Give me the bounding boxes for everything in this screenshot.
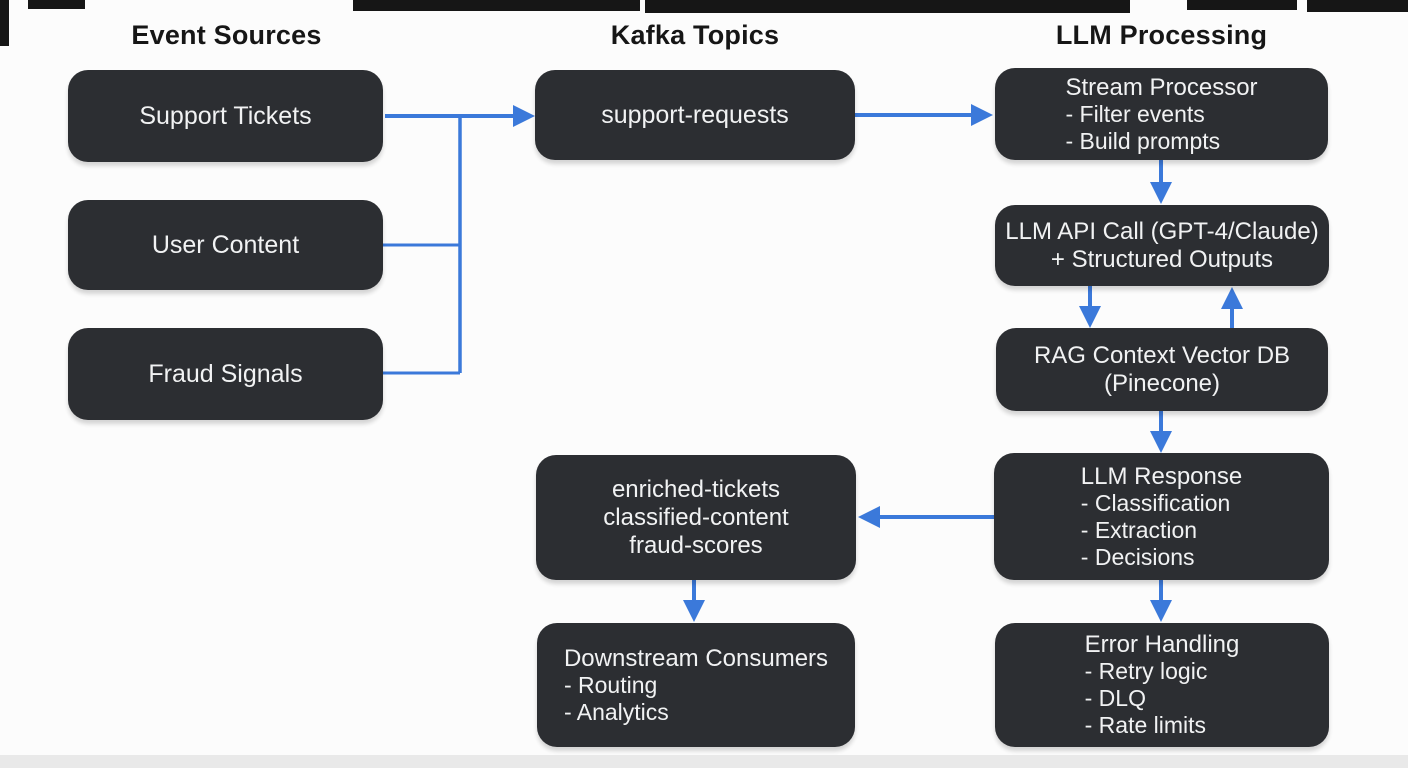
top-edge-artifact <box>353 0 640 11</box>
node-subtitle-line: (Pinecone) <box>1103 369 1221 397</box>
node-support-tickets: Support Tickets <box>68 70 383 162</box>
topic-line: classified-content <box>603 503 789 531</box>
bottom-edge-band <box>0 755 1408 768</box>
node-label: Support Tickets <box>139 101 312 130</box>
bullet-item: - Classification <box>1080 489 1231 516</box>
bullet-item: - DLQ <box>1084 685 1146 711</box>
column-header-event-sources: Event Sources <box>131 20 322 50</box>
column-header-kafka-topics: Kafka Topics <box>610 20 780 50</box>
arrowhead-into-rag <box>1079 306 1101 328</box>
bullet-item: - Extraction <box>1080 516 1198 543</box>
node-title: Downstream Consumers <box>563 644 829 672</box>
bullet-item: - Filter events <box>1065 100 1205 127</box>
arrowhead-into-downstream <box>683 600 705 622</box>
bullet-item: - Decisions <box>1080 543 1195 570</box>
arrowhead-into-support-requests <box>513 105 535 127</box>
topic-line: fraud-scores <box>629 531 763 559</box>
bullet-item: - Build prompts <box>1065 127 1221 154</box>
node-fraud-signals: Fraud Signals <box>68 328 383 420</box>
node-title: Error Handling <box>1084 631 1240 658</box>
arrowhead-into-enriched-topics <box>858 506 880 528</box>
node-title: Stream Processor <box>1065 73 1258 101</box>
node-rag-context-vector-db: RAG Context Vector DB (Pinecone) <box>996 328 1328 411</box>
node-enriched-output-topics: enriched-tickets classified-content frau… <box>536 455 856 580</box>
node-user-content: User Content <box>68 200 383 290</box>
bullet-item: - Routing <box>563 671 658 698</box>
node-llm-api-call: LLM API Call (GPT-4/Claude) + Structured… <box>995 205 1329 286</box>
arrowhead-into-llm-api <box>1150 182 1172 204</box>
node-error-handling: Error Handling - Retry logic - DLQ - Rat… <box>995 623 1329 747</box>
node-llm-response: LLM Response - Classification - Extracti… <box>994 453 1329 580</box>
top-edge-artifact <box>645 0 1130 13</box>
node-downstream-consumers: Downstream Consumers - Routing - Analyti… <box>537 623 855 747</box>
node-support-requests-topic: support-requests <box>535 70 855 160</box>
node-title-line: RAG Context Vector DB <box>1033 341 1291 369</box>
arrowhead-into-error-handling <box>1150 600 1172 622</box>
node-label: User Content <box>151 230 300 259</box>
node-title: LLM Response <box>1080 462 1243 490</box>
topic-line: enriched-tickets <box>611 475 781 503</box>
node-label: Fraud Signals <box>148 359 303 388</box>
column-header-llm-processing: LLM Processing <box>1055 20 1268 50</box>
bullet-item: - Retry logic <box>1084 658 1208 684</box>
node-label: support-requests <box>601 100 789 129</box>
bullet-item: - Analytics <box>563 698 669 725</box>
arrowhead-into-stream-processor <box>971 104 993 126</box>
node-stream-processor: Stream Processor - Filter events - Build… <box>995 68 1328 160</box>
node-title-line: LLM API Call (GPT-4/Claude) <box>1005 217 1319 245</box>
node-subtitle-line: + Structured Outputs <box>1050 245 1274 273</box>
bullet-item: - Rate limits <box>1084 712 1207 738</box>
left-edge-artifact <box>0 0 9 46</box>
top-edge-artifact <box>28 0 85 9</box>
top-edge-artifact <box>1307 0 1408 12</box>
arrowhead-into-llm-response <box>1150 431 1172 453</box>
top-edge-artifact <box>1187 0 1297 10</box>
arrowhead-into-llm-api-return <box>1221 287 1243 309</box>
